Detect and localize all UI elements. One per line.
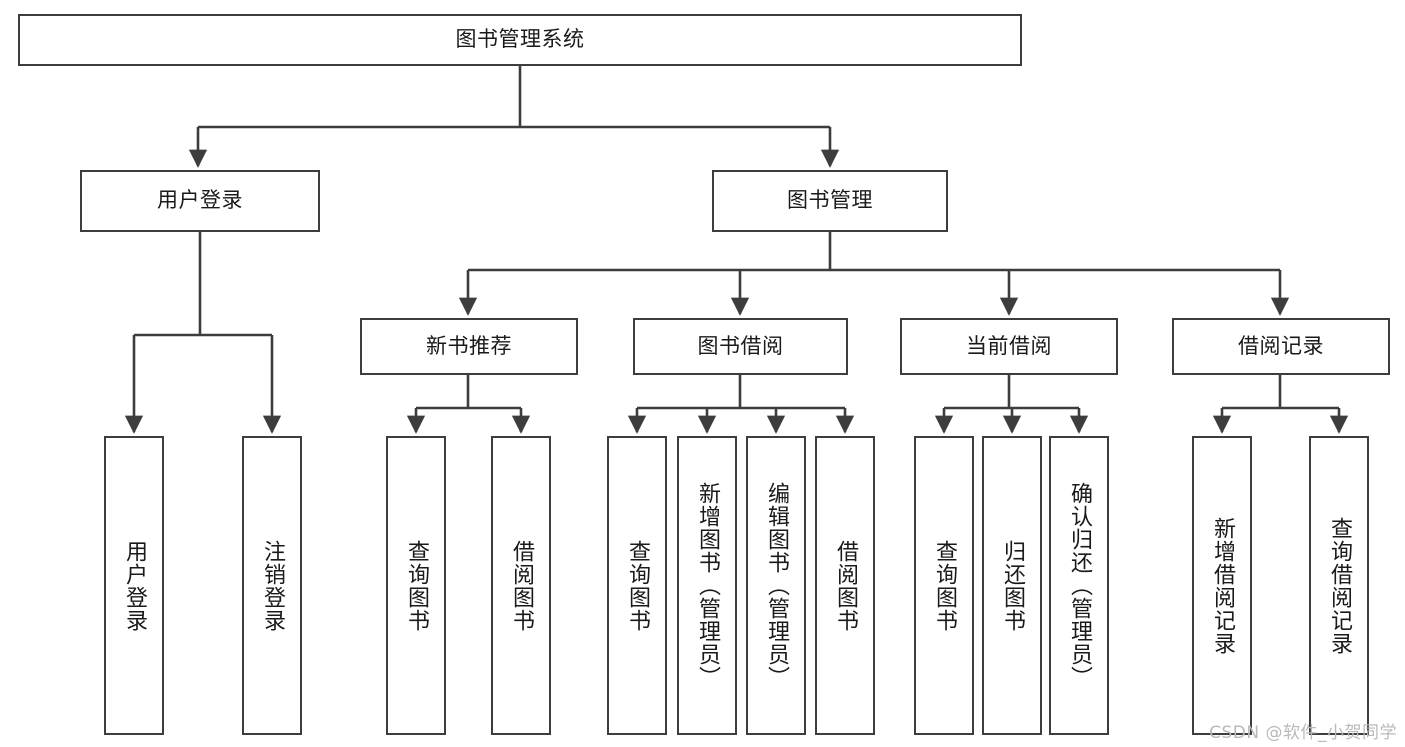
node-book-management[interactable]: 图书管理 [712,170,948,232]
node-leaf-add-book-admin[interactable]: 新增图书（管理员） [677,436,737,735]
node-leaf-borrow-book[interactable]: 借阅图书 [815,436,875,735]
node-label: 注销登录 [259,539,285,632]
node-label: 新书推荐 [426,333,512,358]
node-leaf-query-book-recommend[interactable]: 查询图书 [386,436,446,735]
node-current-borrow[interactable]: 当前借阅 [900,318,1118,375]
node-leaf-confirm-return-admin[interactable]: 确认归还（管理员） [1049,436,1109,735]
node-book-borrow[interactable]: 图书借阅 [633,318,848,375]
node-label: 用户登录 [121,539,147,632]
node-label: 查询图书 [624,539,650,632]
node-label: 新增图书（管理员） [694,482,720,689]
node-label: 编辑图书（管理员） [763,482,789,689]
node-leaf-return-book[interactable]: 归还图书 [982,436,1042,735]
node-new-book-recommend[interactable]: 新书推荐 [360,318,578,375]
node-label: 借阅图书 [508,539,534,632]
node-label: 用户登录 [157,188,243,213]
node-leaf-query-borrow-record[interactable]: 查询借阅记录 [1309,436,1369,735]
node-leaf-logout-login[interactable]: 注销登录 [242,436,302,735]
node-user-login[interactable]: 用户登录 [80,170,320,232]
node-leaf-user-login[interactable]: 用户登录 [104,436,164,735]
node-label: 新增借阅记录 [1209,516,1235,655]
node-label: 借阅记录 [1238,333,1324,358]
node-leaf-add-borrow-record[interactable]: 新增借阅记录 [1192,436,1252,735]
node-root-book-management-system[interactable]: 图书管理系统 [18,14,1022,66]
node-leaf-edit-book-admin[interactable]: 编辑图书（管理员） [746,436,806,735]
node-label: 借阅图书 [832,539,858,632]
node-leaf-query-book-borrow[interactable]: 查询图书 [607,436,667,735]
node-label: 图书管理系统 [455,27,585,52]
node-label: 归还图书 [999,539,1025,632]
node-label: 图书借阅 [697,333,784,358]
node-label: 确认归还（管理员） [1066,482,1092,689]
node-label: 图书管理 [787,188,873,213]
node-leaf-query-book-current[interactable]: 查询图书 [914,436,974,735]
node-label: 查询图书 [931,539,957,632]
node-borrow-record[interactable]: 借阅记录 [1172,318,1390,375]
node-leaf-borrow-book-recommend[interactable]: 借阅图书 [491,436,551,735]
node-label: 查询借阅记录 [1326,516,1352,655]
node-label: 查询图书 [403,539,429,632]
node-label: 当前借阅 [966,333,1052,358]
